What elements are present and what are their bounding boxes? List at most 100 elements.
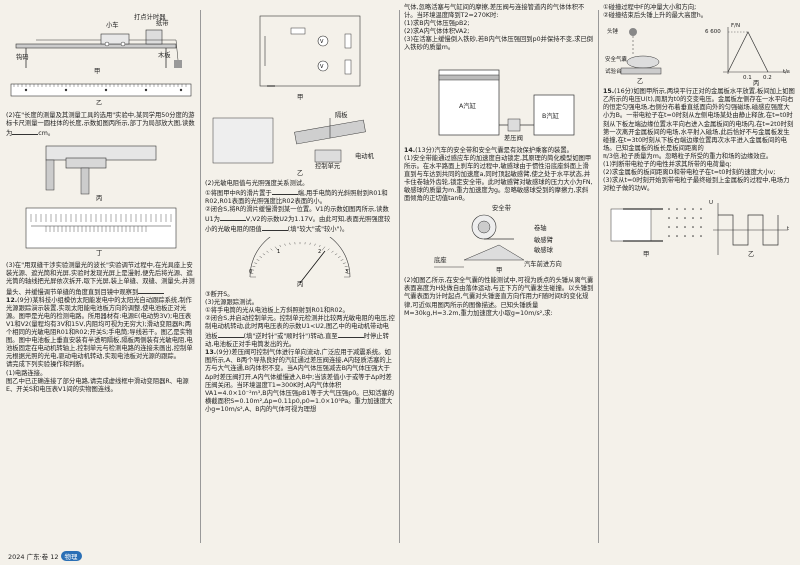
dial-tick bbox=[274, 246, 279, 251]
graph-t2: 0.2 bbox=[763, 75, 772, 82]
magnetic-field-dot bbox=[700, 235, 702, 238]
dial-label: 3 bbox=[345, 269, 348, 275]
q14-2-a: ①碰撞过程中F的冲量大小和方向; bbox=[603, 4, 697, 11]
dial-tick bbox=[259, 255, 263, 258]
column-4: ①碰撞过程中F的冲量大小和方向; ②碰撞结束后头锤上升的最大高度h。 头锤 安全… bbox=[603, 4, 795, 267]
q13-3: (3)在活塞上缓慢倒入铁砂,若B内气体压强回到p0并保持不变,求已倒入铁砂的质量… bbox=[404, 36, 593, 52]
circuit-diagram: V V bbox=[259, 15, 361, 87]
meter-caption: 丙 bbox=[297, 280, 304, 288]
dial-tick bbox=[337, 255, 341, 258]
graph-axis-f: F/N bbox=[731, 23, 741, 30]
dial-label: 0 bbox=[249, 269, 252, 275]
q15-ratio: π/3倍,粒子质量为m。忽略粒子所受的重力和场的边缘效应。 bbox=[603, 152, 773, 160]
circuit-figure: V V 甲 bbox=[205, 6, 395, 106]
dial-label: 1 bbox=[277, 249, 280, 255]
dial-tick bbox=[289, 242, 291, 245]
caliper-caption-c: 丙 bbox=[96, 195, 103, 203]
magnetic-field-dot bbox=[700, 226, 702, 229]
circuit-caption: 甲 bbox=[297, 94, 304, 101]
instruction-text: 请完成下列实验操作和判断。 bbox=[6, 361, 88, 369]
answer-blank[interactable] bbox=[219, 214, 246, 222]
magnetic-field-dot bbox=[668, 217, 670, 220]
ruler-caption: 乙 bbox=[96, 100, 103, 107]
q13-1: (1)求B内气体压强pB2; bbox=[404, 20, 470, 28]
magnetic-field-dot bbox=[676, 235, 678, 238]
label-a-cylinder: A汽缸 bbox=[459, 102, 476, 110]
column-1: 打点计时器 小车 纸带 木板 钩码 甲 乙 (2)在"长度的测量及其测量工具的选… bbox=[6, 4, 196, 394]
dial-tick bbox=[334, 252, 338, 255]
q2-title: (2)光敏电阻值与光照强度关系测试。 bbox=[205, 180, 309, 187]
answer-blank[interactable] bbox=[138, 287, 165, 294]
label-timer: 打点计时器 bbox=[134, 14, 166, 21]
caption-c: 丙 bbox=[753, 80, 760, 88]
q13-intro: 气体,忽略活塞与气缸间的摩擦,差压阀与连接管道内的气体体积不计。当环境温度降到T… bbox=[404, 4, 585, 20]
column-divider bbox=[598, 10, 599, 543]
tape-ruler-drawing bbox=[10, 83, 192, 97]
label-belt: 安全带 bbox=[492, 205, 511, 213]
q3-title: (3)光源跟踪测试。 bbox=[205, 298, 258, 306]
answer-blank[interactable] bbox=[271, 188, 298, 196]
seatbelt-caption: 甲 bbox=[496, 267, 503, 275]
magnetic-field-dot bbox=[692, 208, 694, 211]
dial-tick bbox=[342, 262, 346, 264]
label-head: 头锤 bbox=[607, 29, 619, 36]
seatbelt-figure: 安全带 卷轴 敏感臂 敏感球 汽车前进方向 底座 甲 bbox=[404, 205, 594, 275]
question-2-text: (2)在"长度的测量及其测量工具的选用"实验中,某同学用50分度的游标卡尺测量一… bbox=[6, 112, 195, 138]
dial-tick bbox=[252, 265, 256, 267]
device-caption: 乙 bbox=[297, 170, 304, 177]
voltmeter-figure: 0 1 2 3 丙 bbox=[205, 236, 395, 289]
solar-tracker-drawing bbox=[212, 117, 366, 164]
subject-badge: 物理 bbox=[60, 551, 82, 561]
magnetic-field-dot bbox=[692, 217, 694, 220]
answer-blank[interactable] bbox=[12, 128, 39, 136]
magnetic-field-dot bbox=[684, 235, 686, 238]
graph-axis-t: t/s bbox=[783, 69, 790, 76]
label-gear: 卷轴 bbox=[534, 225, 547, 233]
dial-label: 2 bbox=[318, 249, 321, 255]
experiment-figure-cart: 打点计时器 小车 纸带 木板 钩码 甲 bbox=[6, 6, 196, 76]
q14-1: (1)安全带能通过感应车的加速度自动锁定,其原理的简化模型如图甲所示。在水平路面… bbox=[404, 154, 593, 203]
column-divider bbox=[399, 10, 400, 543]
magnetic-field-dot bbox=[668, 208, 670, 211]
label-seat: 底座 bbox=[434, 257, 447, 265]
q2-c: ③断开S。 bbox=[205, 290, 234, 298]
graph-t1: 0.1 bbox=[743, 75, 752, 82]
answer-blank[interactable] bbox=[217, 331, 244, 339]
dial-tick bbox=[331, 250, 334, 253]
q15-2: (2)求金属板的板间距离D和带电粒子在t=t0时刻的速度大小v; bbox=[603, 169, 776, 177]
cylinder-diagram bbox=[438, 69, 575, 135]
label-control: 控制单元 bbox=[315, 163, 341, 170]
answer-blank[interactable] bbox=[261, 224, 288, 232]
label-bench: 试验台 bbox=[605, 69, 622, 76]
question-14: 14.(13分)汽车的安全带和安全气囊是有效保护乘客的装置。 bbox=[404, 146, 573, 154]
subquestion-1: (1)电路连接。 bbox=[6, 369, 47, 377]
dial-tick bbox=[340, 258, 344, 261]
dial-tick bbox=[321, 246, 326, 251]
question-13: 13.(9分)差压阀可控制气体进行单向流动,广泛应用于减震系统。如图所示,A、B… bbox=[205, 349, 394, 413]
label-airbag: 安全气囊 bbox=[605, 57, 628, 64]
label-motor: 电动机 bbox=[355, 153, 374, 160]
cylinder-figure: A汽缸 差压阀 B汽缸 bbox=[404, 55, 594, 145]
dial-tick bbox=[344, 265, 348, 267]
magnetic-field-dot bbox=[668, 235, 670, 238]
magnetic-field-dot bbox=[700, 217, 702, 220]
dial-tick bbox=[262, 252, 266, 255]
label-plank: 木板 bbox=[158, 52, 171, 59]
magnetic-field-dot bbox=[684, 208, 686, 211]
q3-b: ②闭合S,并启动控制单元。控制单元检测并比较两光敏电阻的电压,控制电动机转动,此… bbox=[205, 314, 395, 349]
dial-tick bbox=[254, 262, 258, 264]
dial-tick bbox=[270, 248, 273, 251]
seatbelt-diagram bbox=[434, 214, 525, 268]
question-12: 12.(9分)某科技小组模仿太阳能发电中的太阳光自动跟踪系统,制作光源跟踪演示装… bbox=[6, 296, 193, 361]
svg-text:V: V bbox=[320, 39, 324, 45]
label-arm: 敏感臂 bbox=[534, 237, 553, 245]
answer-blank[interactable] bbox=[337, 331, 364, 339]
dial-tick bbox=[314, 243, 316, 246]
dial-tick bbox=[256, 258, 260, 261]
magnetic-field-dot bbox=[668, 226, 670, 229]
label-valve: 差压阀 bbox=[504, 134, 523, 142]
column-3: 气体,忽略活塞与气缸间的摩擦,差压阀与连接管道内的气体体积不计。当环境温度降到T… bbox=[404, 4, 594, 318]
q14-2-b: ②碰撞结束后头锤上升的最大高度h。 bbox=[603, 12, 708, 20]
